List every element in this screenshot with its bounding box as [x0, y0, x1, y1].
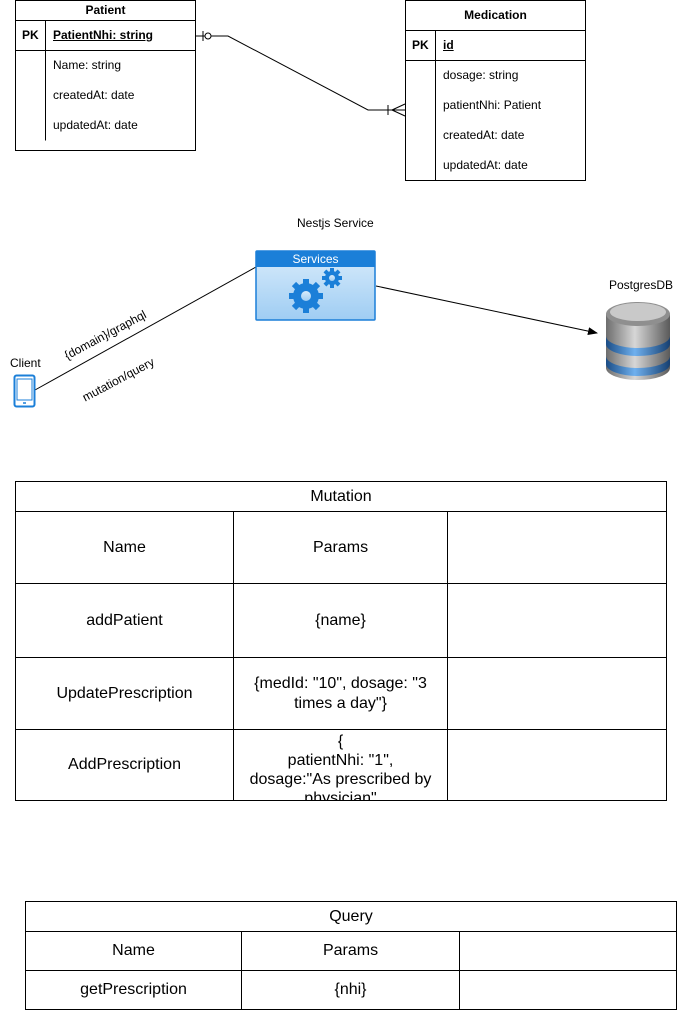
mutation-params-cell: { patientNhi: "1", dosage:"As prescribed…	[233, 729, 448, 801]
mutation-name-cell: addPatient	[15, 583, 234, 658]
column-header-extra	[459, 931, 677, 971]
services-box-label: Services	[292, 252, 339, 266]
medication-pk-label: PK	[412, 38, 429, 52]
table-row: getPrescription {nhi}	[25, 970, 677, 1010]
patient-field: createdAt: date	[53, 88, 135, 102]
column-header-extra	[446, 511, 668, 584]
patient-entity	[15, 0, 196, 151]
patient-field: updatedAt: date	[53, 118, 138, 132]
mutation-extra-cell	[446, 729, 668, 801]
medication-entity	[405, 0, 586, 181]
client-service-connector	[34, 266, 257, 391]
er-relationship-line	[195, 31, 406, 117]
mutation-params-text: { patientNhi: "1", dosage:"As prescribed…	[249, 733, 432, 800]
medication-field: updatedAt: date	[443, 158, 528, 172]
query-extra-cell	[459, 970, 677, 1010]
column-header-name: Name	[25, 931, 242, 971]
patient-key-field: PatientNhi: string	[53, 28, 154, 42]
mutation-extra-cell	[446, 657, 668, 730]
phone-icon[interactable]	[13, 374, 36, 408]
mutation-extra-cell	[446, 583, 668, 658]
column-header-name: Name	[15, 511, 234, 584]
client-label: Client	[10, 356, 41, 370]
table-row: addPatient {name}	[15, 583, 668, 658]
patient-pk-label: PK	[22, 28, 39, 42]
query-name-cell: getPrescription	[25, 970, 242, 1010]
medication-key-field: id	[443, 38, 454, 52]
table-row: UpdatePrescription {medId: "10", dosage:…	[15, 657, 668, 730]
database-icon	[606, 302, 670, 380]
query-params-cell: {nhi}	[241, 970, 460, 1010]
medication-entity-title: Medication	[464, 8, 527, 22]
mutation-params-cell: {name}	[233, 583, 448, 658]
db-label: PostgresDB	[609, 278, 674, 292]
mutation-table: Mutation Name Params addPatient {name} U…	[14, 481, 668, 801]
service-db-arrow	[375, 285, 598, 336]
column-header-params: Params	[233, 511, 448, 584]
query-table-title: Query	[25, 901, 677, 932]
table-row: AddPrescription { patientNhi: "1", dosag…	[15, 729, 668, 801]
mutation-params-cell: {medId: "10", dosage: "3 times a day"}	[233, 657, 448, 730]
patient-field: Name: string	[53, 58, 122, 72]
mutation-table-title: Mutation	[14, 481, 668, 512]
medication-field: dosage: string	[443, 68, 519, 82]
mutation-name-cell: AddPrescription	[15, 729, 234, 801]
patient-entity-title: Patient	[85, 3, 126, 17]
column-header-params: Params	[241, 931, 460, 971]
service-caption: Nestjs Service	[297, 216, 374, 230]
medication-field: patientNhi: Patient	[443, 98, 542, 112]
mutation-name-cell: UpdatePrescription	[15, 657, 234, 730]
query-table: Query Name Params getPrescription {nhi}	[25, 901, 677, 1010]
gears-icon	[289, 268, 342, 313]
medication-field: createdAt: date	[443, 128, 525, 142]
